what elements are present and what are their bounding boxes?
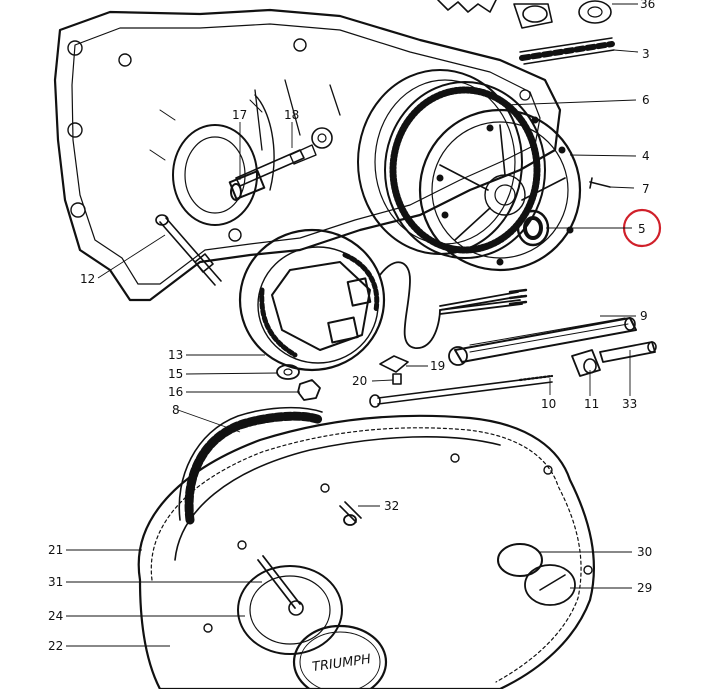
- screw-7: [589, 177, 611, 189]
- inspection-cover-24-31: [237, 555, 343, 655]
- callout-15: 15: [168, 367, 183, 381]
- callout-19: 19: [430, 359, 445, 373]
- callout-32: 32: [384, 499, 399, 513]
- callout-8: 8: [172, 403, 180, 417]
- chain-3: [519, 37, 615, 65]
- adjuster-rod-10: [369, 374, 554, 408]
- callout-10: 10: [541, 397, 556, 411]
- callout-4: 4: [642, 149, 650, 163]
- callout-7: 7: [642, 182, 650, 196]
- triumph-logo-plate: TRIUMPH: [292, 624, 388, 689]
- callout-5: 5: [638, 222, 646, 236]
- clip-19-screw-20: [379, 355, 409, 385]
- callout-11: 11: [584, 397, 599, 411]
- filler-cap-29-30: [497, 543, 576, 606]
- callout-22: 22: [48, 639, 63, 653]
- tensioner-bolt-17-18: [228, 144, 317, 201]
- oil-seal-5: [516, 209, 550, 247]
- callout-24: 24: [48, 609, 63, 623]
- callout-30: 30: [637, 545, 652, 559]
- callout-12: 12: [80, 272, 95, 286]
- callout-20: 20: [352, 374, 367, 388]
- callout-16: 16: [168, 385, 183, 399]
- callout-31: 31: [48, 575, 63, 589]
- callout-6: 6: [642, 93, 650, 107]
- callout-33: 33: [622, 397, 637, 411]
- pin-33: [599, 341, 657, 363]
- callout-17: 17: [232, 108, 247, 122]
- top-small-parts: [437, 0, 612, 29]
- callout-labels: 36 3 6 4 7 5 17 18 12 9 13 15 16 19 20 1…: [48, 0, 655, 653]
- callout-21: 21: [48, 543, 63, 557]
- clutch-drum-4-6: [357, 69, 582, 272]
- trunnion-11: [571, 349, 601, 377]
- triumph-logo-text: TRIUMPH: [311, 652, 372, 675]
- callout-3: 3: [642, 47, 650, 61]
- inner-primary-case: [53, 8, 562, 302]
- leader-lines: [66, 3, 639, 647]
- callout-36: 36: [640, 0, 655, 11]
- screw-32: [339, 501, 362, 526]
- primary-chain-8: [178, 406, 325, 525]
- callout-13: 13: [168, 348, 183, 362]
- callout-9: 9: [640, 309, 648, 323]
- stud-12: [155, 214, 222, 286]
- stator-13: [238, 228, 528, 372]
- outer-primary-cover: [137, 414, 596, 689]
- callout-18: 18: [284, 108, 299, 122]
- chain-tensioner-9: [448, 317, 637, 366]
- callout-29: 29: [637, 581, 652, 595]
